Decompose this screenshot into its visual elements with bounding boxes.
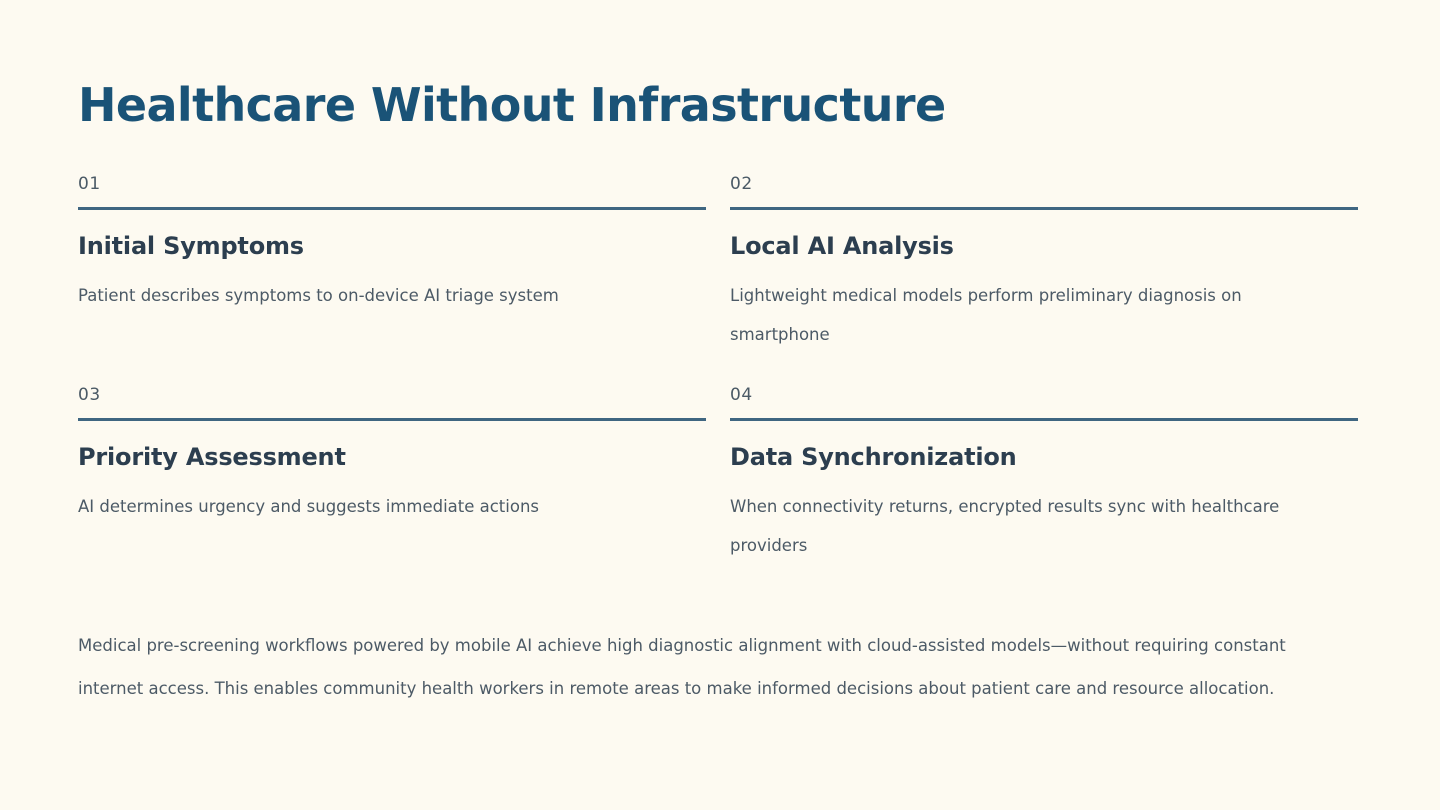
step-description-04: When connectivity returns, encrypted res… [730, 497, 1280, 556]
step-title-03: Priority Assessment [78, 442, 346, 471]
step-description-03: AI determines urgency and suggests immed… [78, 497, 540, 517]
step-description-01: Patient describes symptoms to on-device … [78, 286, 559, 306]
step-title-02: Local AI Analysis [730, 231, 954, 260]
step-title-04: Data Synchronization [730, 442, 1017, 471]
step-number-03: 03 [78, 384, 101, 405]
page-title: Healthcare Without Infrastructure [78, 78, 946, 132]
step-number-01: 01 [78, 173, 101, 194]
step-divider-02 [730, 206, 1358, 210]
step-divider-04 [730, 417, 1358, 421]
step-number-04: 04 [730, 384, 753, 405]
step-card-02: 02 Local AI Analysis Lightweight medical… [730, 173, 1358, 387]
step-divider-03 [78, 417, 706, 421]
steps-grid: 01 Initial Symptoms Patient describes sy… [78, 173, 1362, 598]
step-divider-01 [78, 206, 706, 210]
step-title-01: Initial Symptoms [78, 231, 304, 260]
step-card-03: 03 Priority Assessment AI determines urg… [78, 384, 706, 598]
step-number-02: 02 [730, 173, 753, 194]
step-card-04: 04 Data Synchronization When connectivit… [730, 384, 1358, 598]
step-description-02: Lightweight medical models perform preli… [730, 286, 1242, 345]
summary-paragraph: Medical pre-screening workflows powered … [78, 635, 1286, 698]
step-card-01: 01 Initial Symptoms Patient describes sy… [78, 173, 706, 387]
